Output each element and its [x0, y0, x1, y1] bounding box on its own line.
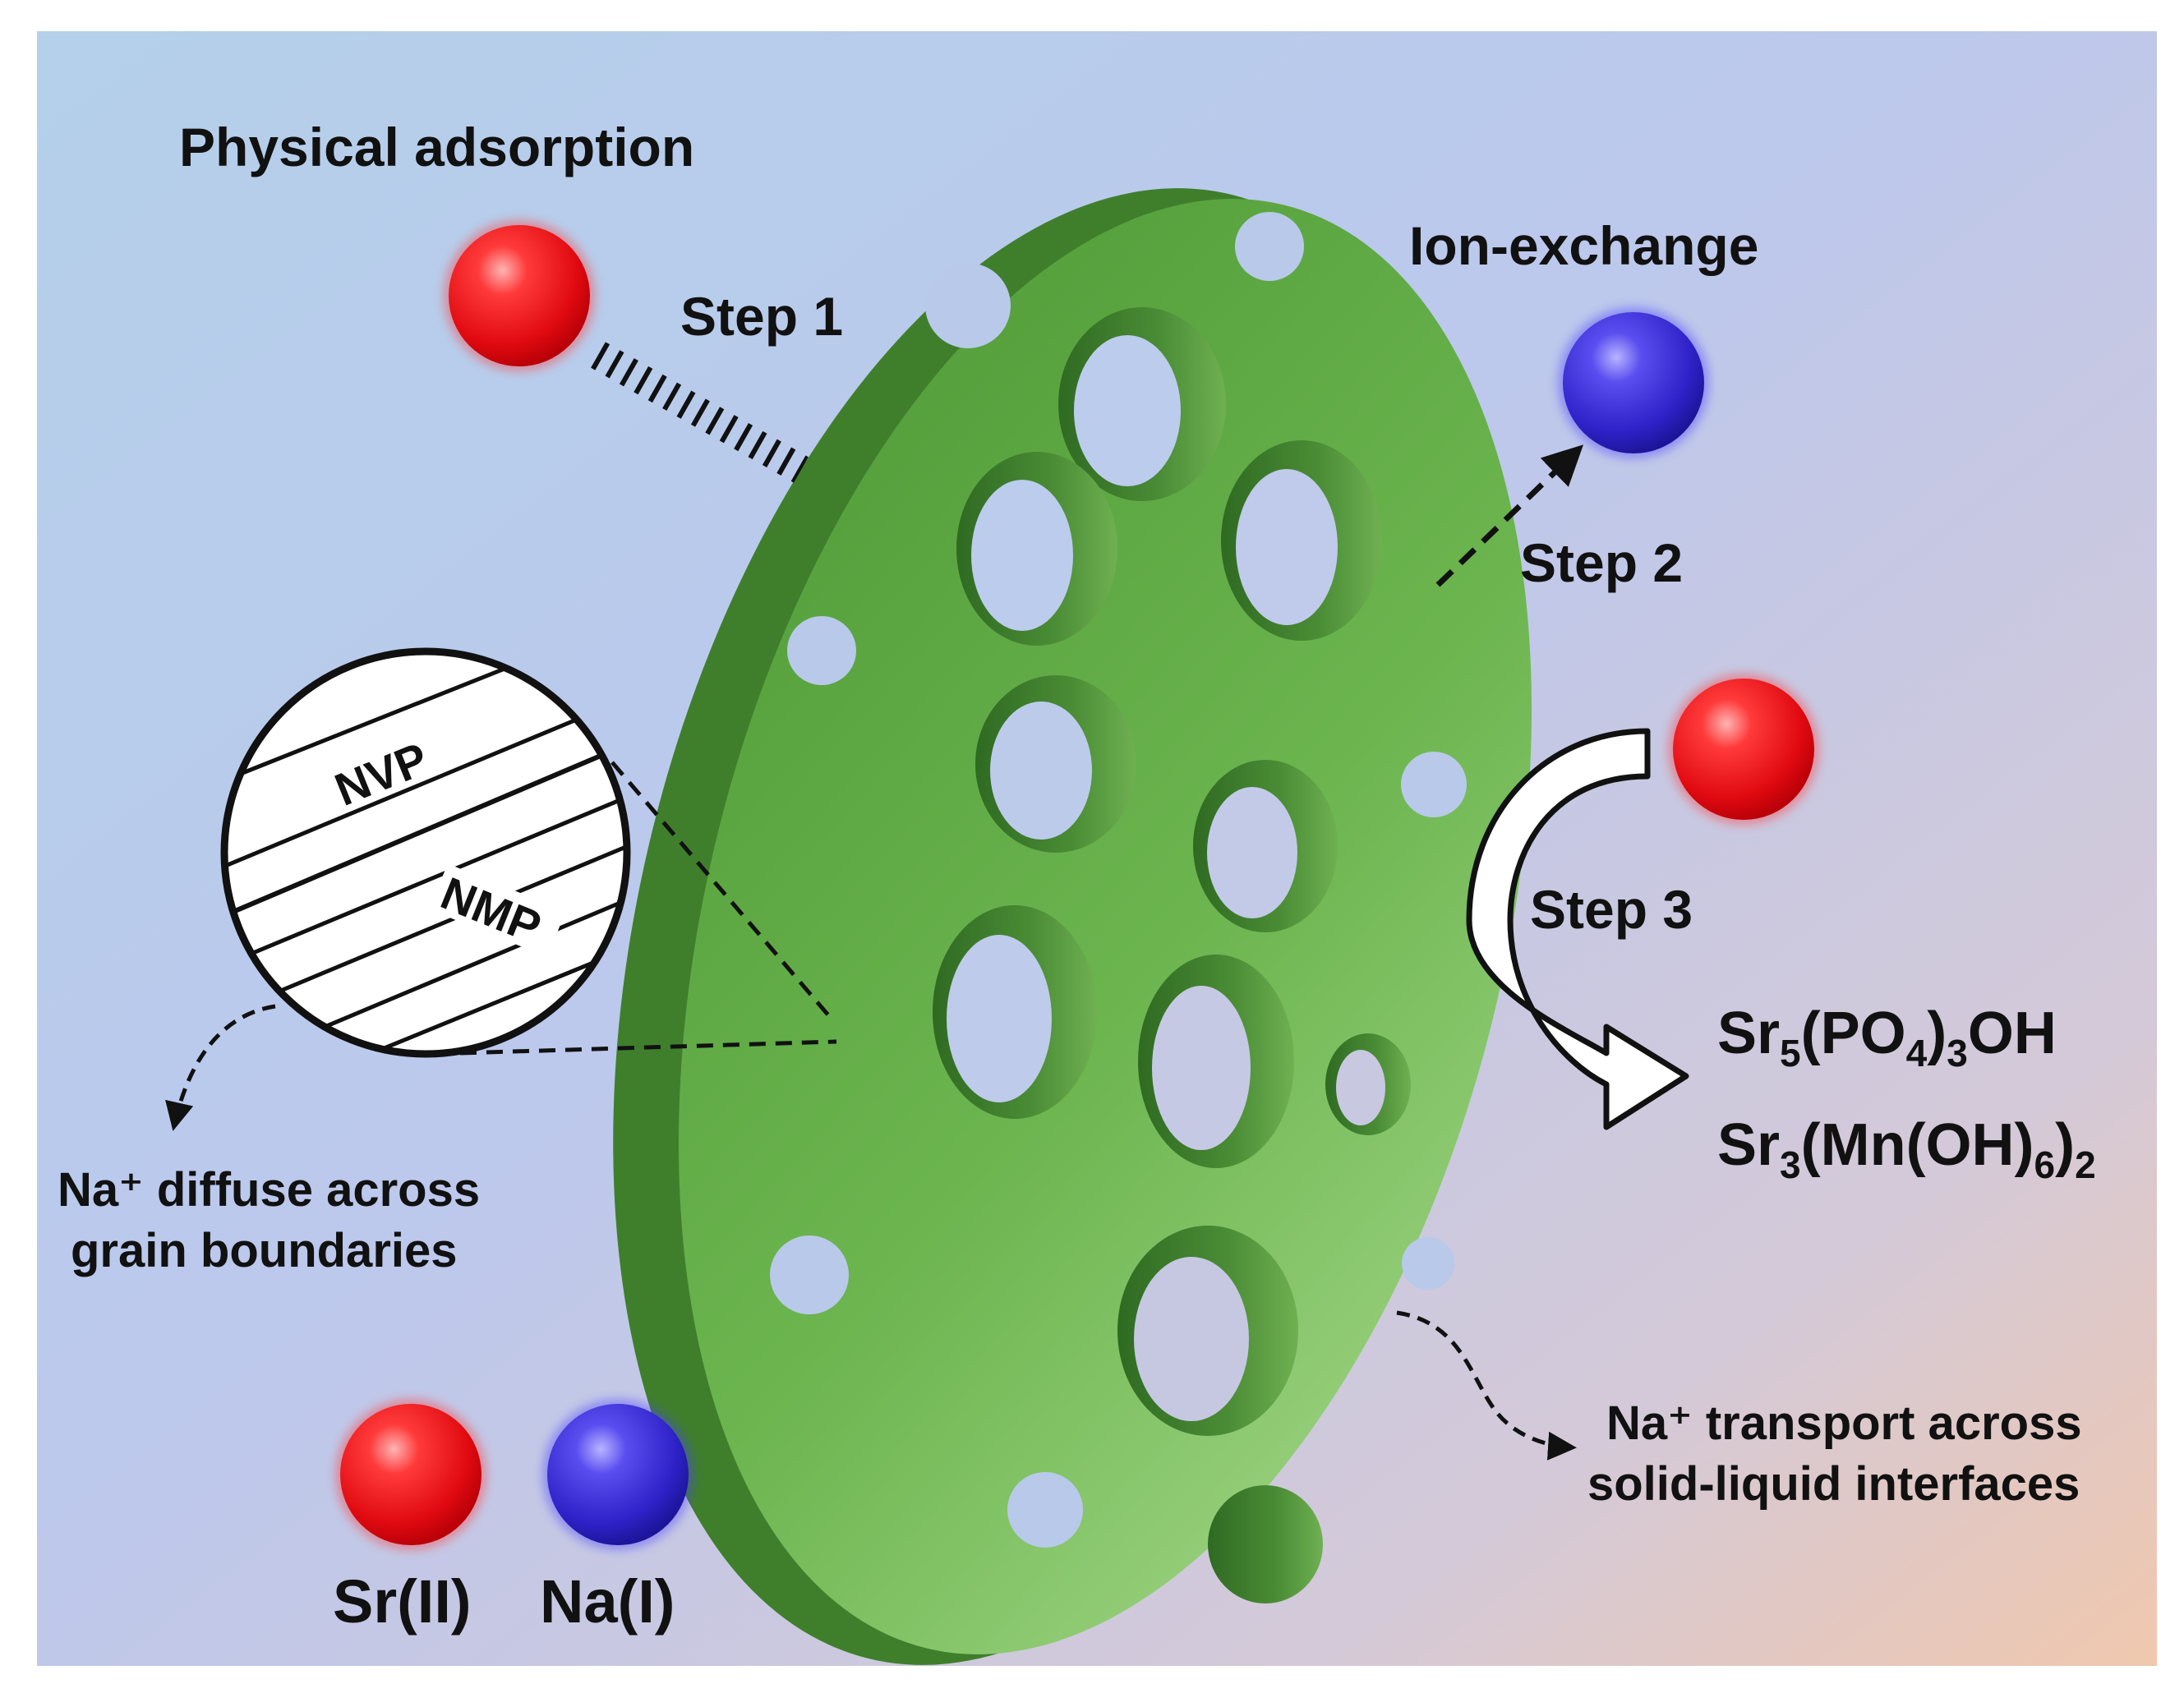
- inset-zoom-line-top: [611, 761, 832, 1019]
- legend-sr-label: Sr(II): [333, 1567, 472, 1636]
- step2-arrow: [1435, 444, 1584, 587]
- step3-curved-arrow: [1466, 728, 1689, 1130]
- red-sphere-icon: [340, 1404, 481, 1545]
- red-sphere-icon: [1673, 679, 1814, 820]
- blue-sphere-icon: [1563, 312, 1704, 453]
- grain-note-line2: grain boundaries: [71, 1224, 458, 1277]
- grain-diffusion-arrow: [165, 1004, 276, 1131]
- physical-adsorption-label: Physical adsorption: [179, 117, 694, 177]
- product-formula-2: Sr3(Mn(OH)6)2: [1717, 1112, 2096, 1186]
- grain-note-line1: Na⁺ diffuse across: [58, 1163, 480, 1217]
- interface-note-line2: solid-liquid interfaces: [1587, 1457, 2080, 1511]
- legend: Sr(II) Na(I): [333, 1399, 693, 1636]
- blue-sphere-icon: [547, 1404, 689, 1545]
- adsorption-bond: [591, 342, 809, 483]
- inset-zoom-line-bottom: [459, 1039, 837, 1056]
- legend-na-label: Na(I): [540, 1567, 675, 1636]
- porous-disc: [613, 188, 1532, 1665]
- interface-transport-arrow: [1396, 1310, 1577, 1461]
- disc-pores: [933, 307, 1411, 1603]
- red-sphere-icon: [449, 225, 590, 366]
- product-formula-1: Sr5(PO4)3OH: [1717, 1001, 2057, 1074]
- step1-label: Step 1: [680, 286, 843, 347]
- interface-note-line1: Na⁺ transport across: [1606, 1396, 2082, 1450]
- ion-exchange-label: Ion-exchange: [1409, 215, 1758, 276]
- step3-label: Step 3: [1530, 879, 1693, 940]
- step2-label: Step 2: [1520, 532, 1683, 593]
